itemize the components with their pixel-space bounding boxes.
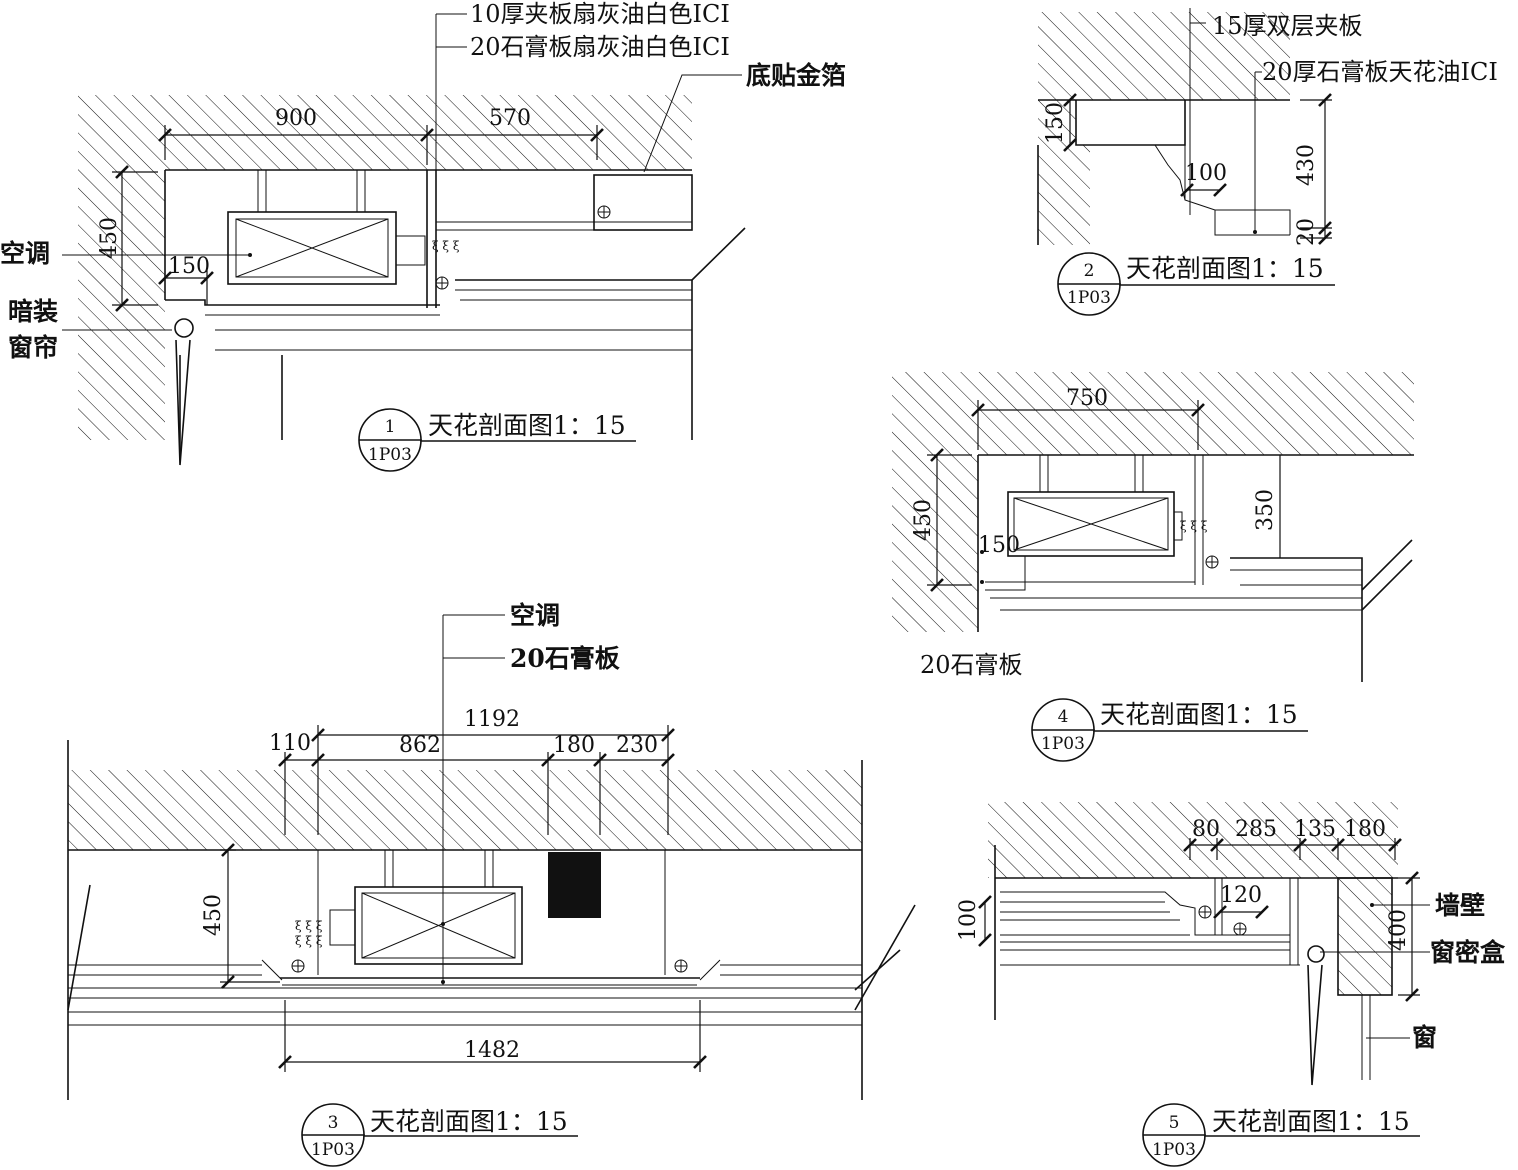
dim-110: 110 — [269, 731, 311, 756]
detail-3: ξ ξ ξ ξ ξ ξ 1192 110 862 180 230 450 148… — [67, 601, 916, 1167]
detail-2-title: 2 1P03 天花剖面图1：15 — [1057, 252, 1335, 316]
svg-text:天花剖面图1：15: 天花剖面图1：15 — [428, 411, 626, 440]
label-15mm-double-plywood: 15厚双层夹板 — [1212, 12, 1363, 40]
dim-20: 20 — [1294, 218, 1319, 246]
label-20mm-gypsum: 20石膏板扇灰油白色ICI — [470, 33, 730, 61]
label-20mm-gypsum-ceiling-paint: 20厚石膏板天花油ICI — [1262, 58, 1498, 86]
dim-100: 100 — [956, 899, 981, 941]
svg-text:ξ ξ ξ: ξ ξ ξ — [295, 919, 323, 933]
dim-150: 150 — [168, 254, 210, 279]
svg-text:天花剖面图1：15: 天花剖面图1：15 — [1126, 254, 1324, 283]
svg-text:1: 1 — [385, 417, 396, 437]
svg-text:ξ ξ ξ: ξ ξ ξ — [1180, 519, 1208, 533]
svg-text:ξ ξ ξ: ξ ξ ξ — [432, 239, 460, 253]
detail-2: 150 100 430 20 15厚双层夹板 20厚石膏板天花油ICI 2 1P… — [1037, 8, 1498, 316]
detail-5-title: 5 1P03 天花剖面图1：15 — [1142, 1103, 1420, 1167]
detail-4: ξ ξ ξ 750 450 350 150 20石膏板 4 1P03 天花剖面图… — [892, 372, 1414, 762]
dim-100: 100 — [1185, 161, 1227, 186]
svg-text:1P03: 1P03 — [368, 445, 412, 465]
dim-150: 150 — [978, 533, 1020, 558]
label-wall: 墙壁 — [1435, 891, 1485, 920]
svg-text:2: 2 — [1084, 261, 1095, 281]
dim-570: 570 — [489, 106, 531, 131]
detail-1-title: 1 1P03 天花剖面图1：15 — [358, 408, 636, 472]
label-window: 窗 — [1412, 1023, 1437, 1052]
svg-text:1P03: 1P03 — [1041, 734, 1085, 754]
svg-text:5: 5 — [1169, 1113, 1180, 1133]
label-20mm-gypsum: 20石膏板 — [920, 651, 1023, 679]
dim-150: 150 — [1043, 102, 1068, 144]
svg-text:3: 3 — [328, 1113, 339, 1133]
dim-120: 120 — [1220, 883, 1262, 908]
dim-750: 750 — [1066, 386, 1108, 411]
svg-text:4: 4 — [1058, 707, 1069, 727]
label-10mm-plywood: 10厚夹板扇灰油白色ICI — [470, 0, 730, 28]
dim-180: 180 — [553, 733, 595, 758]
svg-text:1P03: 1P03 — [1152, 1140, 1196, 1160]
svg-text:1P03: 1P03 — [311, 1140, 355, 1160]
label-air-conditioner: 空调 — [0, 239, 50, 268]
dim-900: 900 — [275, 106, 317, 131]
dim-400: 400 — [1386, 909, 1411, 951]
dim-450: 450 — [201, 894, 226, 936]
detail-4-title: 4 1P03 天花剖面图1：15 — [1031, 698, 1308, 762]
dim-80: 80 — [1192, 817, 1220, 842]
dim-135: 135 — [1294, 817, 1336, 842]
dim-430: 430 — [1294, 144, 1319, 186]
svg-text:ξ ξ ξ: ξ ξ ξ — [295, 934, 323, 948]
dim-285: 285 — [1235, 817, 1277, 842]
label-curtain-box: 窗密盒 — [1430, 938, 1506, 967]
svg-text:天花剖面图1：15: 天花剖面图1：15 — [1212, 1107, 1410, 1136]
dim-180: 180 — [1344, 817, 1386, 842]
dim-450: 450 — [97, 217, 122, 259]
dim-450: 450 — [911, 499, 936, 541]
dark-block — [548, 852, 601, 918]
dim-862: 862 — [399, 733, 441, 758]
detail-1: ξ ξ ξ 900 570 450 150 10厚夹板扇灰油白色ICI 20石膏… — [0, 0, 846, 472]
svg-text:天花剖面图1：15: 天花剖面图1：15 — [1100, 700, 1298, 729]
label-air-conditioner: 空调 — [510, 601, 560, 630]
label-20mm-gypsum: 20石膏板 — [510, 644, 620, 673]
dim-1482: 1482 — [464, 1038, 520, 1063]
detail-5: 80 285 135 180 120 100 400 墙壁 窗密盒 窗 5 1P… — [956, 802, 1506, 1167]
dim-350: 350 — [1253, 489, 1278, 531]
dim-230: 230 — [616, 733, 658, 758]
label-concealed: 暗装 — [8, 297, 58, 326]
svg-text:天花剖面图1：15: 天花剖面图1：15 — [370, 1107, 568, 1136]
label-curtain: 窗帘 — [8, 333, 58, 362]
label-gold-leaf: 底贴金箔 — [746, 61, 846, 90]
svg-text:1P03: 1P03 — [1067, 288, 1111, 308]
detail-3-title: 3 1P03 天花剖面图1：15 — [301, 1103, 578, 1167]
dim-1192: 1192 — [464, 707, 520, 732]
